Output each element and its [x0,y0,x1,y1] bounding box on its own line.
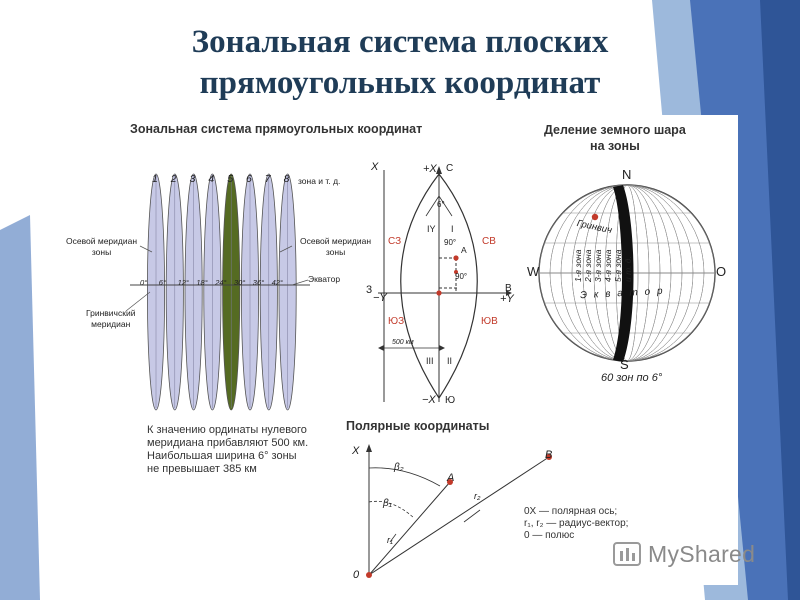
myshared-logo-icon [613,542,641,566]
globe-zone-label-4: 4-я зона [603,249,613,282]
quadrant-i-label: I [451,224,454,234]
east-label: O [716,264,727,279]
zone-number-8: 8 [283,173,290,185]
zone-etc-label: зона и т. д. [298,176,341,186]
outer-x-label: X [371,161,379,173]
zone-number-7: 7 [264,173,271,185]
polar-zero-label: 0 [353,569,360,581]
north-c-label: С [446,163,454,174]
zone-number-4: 4 [208,173,215,185]
south-yu-label: Ю [445,395,456,406]
zones-leader-lines [125,245,309,312]
r2-label: r₂ [474,491,481,501]
zone-degree-5: 30° [234,278,246,287]
r2-tick [463,509,481,523]
three-label: 3 [366,284,373,296]
globe-caption: 60 зон по 6° [601,372,663,384]
nw-label: СЗ [388,236,402,247]
plus-y-label: +Y [500,293,514,305]
beta1-label: β₁ [383,498,392,509]
origin-point [436,290,442,296]
beta2-arc [368,467,441,487]
zone-degree-6: 36° [252,278,265,287]
axial-meridian-left-label: Осевой меридиан зоны [66,236,138,257]
myshared-watermark-text: MyShared [648,541,756,567]
east-b-label: В [505,283,512,294]
greenwich-point [591,213,599,221]
x-arrow [436,166,442,174]
slide-title-line2: прямоугольных координат [199,65,601,101]
r1-label: r₁ [387,535,393,545]
globe-heading: Деление земного шара на зоны [544,123,686,153]
axial-meridian-right-label: Осевой меридиан зоны [300,236,372,257]
plus-x-label: +X [423,163,437,175]
zone-degree-2: 12° [177,278,189,287]
r1-tick [389,533,397,543]
west-label: W [527,264,540,279]
polar-legend: 0X — полярная ось; r₁, r₂ — радиус-векто… [524,506,629,541]
polar-b-label: B [545,449,553,461]
six-deg-right [438,195,453,217]
minus-x-label: −X [422,394,436,406]
point-b [454,270,458,274]
equator-label: Экватор [308,274,341,284]
zone-number-6: 6 [246,173,252,185]
zone-number-2: 2 [170,173,177,185]
globe-zone-label-6: и т. д. [623,256,633,282]
y-arrow [506,290,512,296]
polar-x-label: X [352,445,360,457]
quadrant-ii-label: II [447,356,453,366]
zone-number-1: 1 [152,173,158,185]
point-b-polar [546,454,552,460]
zone-number-3: 3 [189,173,196,185]
slide-title: Зональная система плоских прямоугольных … [0,22,800,104]
polar-heading: Полярные координаты [346,419,490,433]
globe-zone-label-5: 5-я зона [613,249,623,282]
zone-lenses-group [146,173,297,411]
polar-a-label: A [447,472,455,484]
deg-90-a-label: 90° [444,238,457,247]
pole-point [366,572,372,578]
globe-grid [539,185,715,361]
south-label: S [620,357,629,372]
zones-figure [130,173,310,411]
radius-b [368,456,550,576]
polar-figure [366,444,552,578]
six-deg-left [425,195,440,217]
myshared-logo [613,542,641,566]
slide-title-line1: Зональная система плоских [191,24,609,60]
quadrant-iii-label: III [426,356,434,366]
zone-degree-1: 6° [158,278,166,287]
ne-label: СВ [482,236,496,247]
km-label: 500 км [392,339,414,346]
globe-zone-label-2: 2-я зона [583,249,593,282]
globe-black-zone [613,185,634,362]
zone-degree-7: 42° [271,278,283,287]
globe-zone-label-3: 3-я зона [593,249,603,282]
point-a-label: А [461,245,467,255]
zone-coordinate-diagram [378,166,512,402]
globe-zone-label-1: 1-я зона [573,249,583,282]
zone-number-5: 5 [227,173,234,185]
zone-degree-0: 0° [140,278,148,287]
radius-a [368,481,451,576]
globe-figure [538,184,716,362]
quadrant-iv-label: IY [427,224,436,234]
zones-heading: Зональная система прямоугольных координа… [130,122,423,136]
zones-note: К значению ординаты нулевого меридиана п… [147,424,309,475]
sw-label: ЮЗ [388,316,405,327]
point-a [453,255,459,261]
six-deg-label: 6° [437,200,445,209]
beta2-label: β₂ [394,462,404,473]
se-label: ЮВ [481,316,498,327]
zone-degree-4: 24° [215,278,227,287]
point-a-polar [447,479,453,485]
greenwich-meridian-label: Гринвичский меридиан [86,308,136,329]
decoration-left-band [0,215,40,600]
deg-90-b-label: 90° [455,272,468,281]
north-label: N [622,167,632,182]
zone-degree-3: 18° [196,278,208,287]
minus-y-label: −Y [373,292,387,304]
